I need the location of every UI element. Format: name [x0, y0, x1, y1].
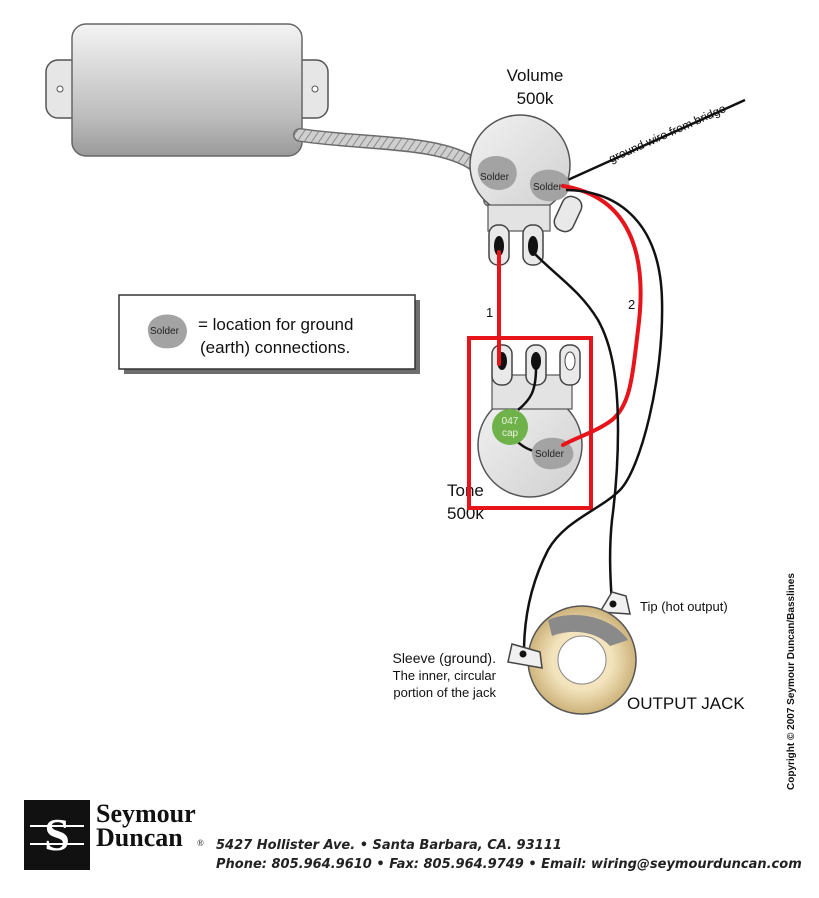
pickup-cover	[71, 23, 303, 157]
volume-title: Volume	[507, 66, 564, 85]
jack-sleeve-label-line1: Sleeve (ground).	[392, 650, 496, 666]
cap-lead-top	[517, 367, 538, 411]
legend-text-line2: (earth) connections.	[200, 338, 350, 357]
ground-wire-label: ground wire from bridge	[607, 101, 729, 165]
volume-ground-solder-right	[529, 169, 570, 202]
volume-lug-2-hole	[528, 236, 538, 256]
legend-solder-label: Solder	[150, 326, 180, 337]
logo-mark	[24, 800, 90, 870]
volume-solder-label-left: Solder	[480, 172, 510, 183]
ground-wire-to-sleeve	[522, 188, 664, 653]
brand-registered-mark: ®	[197, 838, 204, 848]
volume-pot: Solder Solder	[469, 114, 583, 266]
footer-contact: Phone: 805.964.9610 • Fax: 805.964.9749 …	[216, 857, 802, 872]
logo-mark-glyph: S	[44, 809, 70, 860]
copyright-notice: Copyright © 2007 Seymour Duncan/Bassline…	[786, 573, 797, 790]
wire-2-number: 2	[628, 297, 635, 312]
tone-title: Tone	[447, 481, 484, 500]
tone-lug-2-hole	[531, 352, 541, 370]
wire-2-ground-tone-to-volume	[561, 184, 643, 447]
jack-tip-label: Tip (hot output)	[640, 599, 728, 614]
mount-screw-right	[311, 85, 319, 93]
tone-highlight-box	[467, 336, 593, 510]
cap-label-line1: 047	[502, 416, 519, 427]
output-jack	[507, 591, 637, 715]
volume-value: 500k	[517, 89, 554, 108]
mount-screw-left	[56, 85, 64, 93]
jack-sleeve-solder-point	[519, 650, 527, 658]
hot-wire-volume-to-tip	[532, 251, 620, 605]
wire-1-number: 1	[486, 305, 493, 320]
tone-capacitor	[492, 409, 528, 445]
volume-ground-solder-left	[477, 155, 517, 191]
brand-line1: Seymour	[96, 799, 196, 828]
legend-solder-swatch	[147, 314, 187, 349]
ground-wire-from-bridge	[549, 98, 746, 190]
footer-address: 5427 Hollister Ave. • Santa Barbara, CA.…	[216, 838, 562, 853]
ground-legend: Solder = location for ground (earth) con…	[118, 294, 420, 374]
volume-solder-label-right: Solder	[533, 182, 563, 193]
volume-lug-1-hole	[494, 236, 504, 256]
cap-label-line2: cap	[502, 428, 519, 439]
volume-lug-3	[553, 195, 583, 233]
jack-sleeve-label-line2: The inner, circular	[393, 668, 497, 683]
tone-lug-3-hole	[564, 351, 576, 371]
jack-tip-spring	[548, 614, 628, 646]
tone-solder-label: Solder	[535, 449, 565, 460]
jack-title: OUTPUT JACK	[627, 694, 745, 713]
jack-tip-solder-point	[609, 600, 617, 608]
seymour-duncan-logo: S Seymour Duncan ®	[24, 799, 204, 870]
brand-line2: Duncan	[96, 823, 183, 852]
jack-sleeve-label-line3: portion of the jack	[393, 685, 496, 700]
legend-text-line1: = location for ground	[198, 315, 353, 334]
tone-pot: 047 cap Solder	[477, 344, 583, 498]
humbucker-pickup	[45, 23, 329, 157]
jack-opening	[557, 635, 607, 685]
